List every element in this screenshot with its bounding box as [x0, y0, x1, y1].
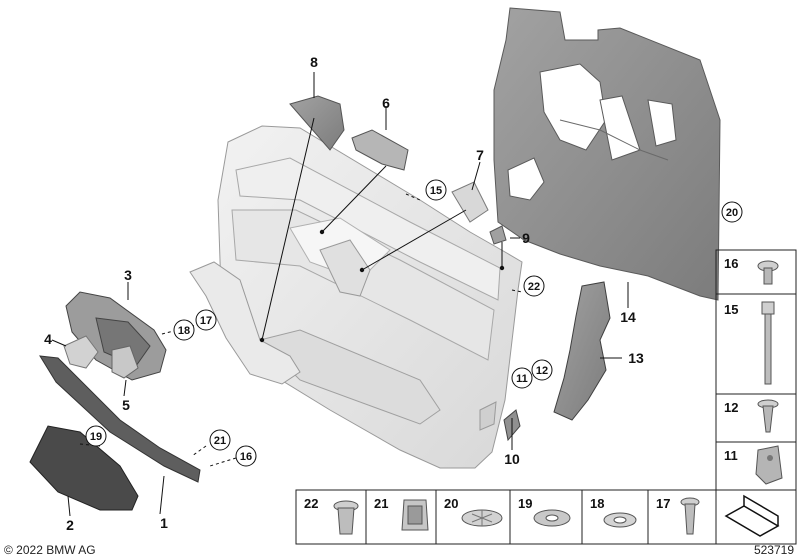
- fastener-table-right: 16 15 12 11: [715, 249, 797, 491]
- circle-19: [85, 425, 107, 447]
- callout-10: 10: [504, 451, 520, 467]
- circle-17: [195, 309, 217, 331]
- callout-17: 17: [200, 315, 212, 327]
- circle-12: [531, 359, 553, 381]
- table-label-18: 18: [590, 496, 604, 511]
- cover-plate-part: [451, 181, 489, 223]
- table-label-21: 21: [374, 496, 388, 511]
- spring-clip-icon: [401, 499, 429, 531]
- callout-13: 13: [628, 350, 644, 366]
- callout-1: 1: [160, 515, 168, 531]
- circle-16: [235, 445, 257, 467]
- table-label-12: 12: [724, 400, 738, 415]
- small-cap-part: [489, 225, 507, 245]
- copyright-text: © 2022 BMW AG: [4, 543, 96, 557]
- fastener-table-bottom: 22 21 20 19 18 17: [295, 489, 797, 545]
- callout-11: 11: [516, 373, 528, 385]
- callout-labels: 8 6 7 9 3 4 5 1 2 13 14 10: [44, 54, 644, 533]
- trim-strip-long-part: [39, 355, 201, 483]
- callout-18: 18: [178, 325, 190, 337]
- expanding-nut-icon: [755, 445, 783, 485]
- callout-8: 8: [310, 54, 318, 70]
- self-tapping-screw-icon: [757, 399, 779, 433]
- circle-20: [721, 201, 743, 223]
- push-clip-icon: [333, 500, 359, 535]
- circle-11: [511, 367, 533, 389]
- callout-3: 3: [124, 267, 132, 283]
- long-bolt-icon: [761, 301, 775, 385]
- speed-nut-icon: [461, 509, 503, 527]
- orientation-arrow-icon: [724, 494, 780, 537]
- table-label-11: 11: [724, 448, 738, 463]
- callout-21: 21: [214, 435, 226, 447]
- circle-18: [173, 319, 195, 341]
- door-trim-panel: [217, 125, 523, 469]
- callout-19: 19: [90, 431, 102, 443]
- callout-5: 5: [122, 397, 130, 413]
- leader-lines: [51, 72, 629, 517]
- mounting-bracket-small-part: [111, 345, 139, 379]
- callout-6: 6: [382, 95, 390, 111]
- screw-collar-icon: [757, 260, 779, 285]
- callout-22: 22: [528, 281, 540, 293]
- table-label-17: 17: [656, 496, 670, 511]
- door-handle-bezel-part: [351, 129, 409, 171]
- map-pocket-part: [29, 425, 139, 511]
- insulation-sheet-part: [493, 7, 721, 301]
- table-label-20: 20: [444, 496, 458, 511]
- callout-9: 9: [522, 230, 530, 246]
- table-label-15: 15: [724, 302, 738, 317]
- table-label-19: 19: [518, 496, 532, 511]
- support-bracket-part: [553, 281, 611, 421]
- callout-12: 12: [536, 365, 548, 377]
- flat-washer-icon: [603, 512, 637, 528]
- circled-callouts: 15 22 18 17 11 12 19 21 16 20: [85, 179, 743, 467]
- screw-icon: [680, 497, 700, 535]
- circle-21: [209, 429, 231, 451]
- table-label-16: 16: [724, 256, 738, 271]
- callout-20: 20: [726, 207, 738, 219]
- armrest-frame: [189, 239, 371, 385]
- trim-cover-small-part: [63, 335, 99, 369]
- table-label-22: 22: [304, 496, 318, 511]
- callout-7: 7: [476, 147, 484, 163]
- callout-2: 2: [66, 517, 74, 533]
- circle-22: [523, 275, 545, 297]
- callout-15: 15: [430, 185, 442, 197]
- callout-4: 4: [44, 331, 52, 347]
- mirror-triangle-cover-part: [289, 95, 345, 151]
- toothed-washer-icon: [533, 509, 571, 527]
- callout-14: 14: [620, 309, 636, 325]
- circle-15: [425, 179, 447, 201]
- callout-16: 16: [240, 451, 252, 463]
- diagram-number: 523719: [754, 543, 794, 557]
